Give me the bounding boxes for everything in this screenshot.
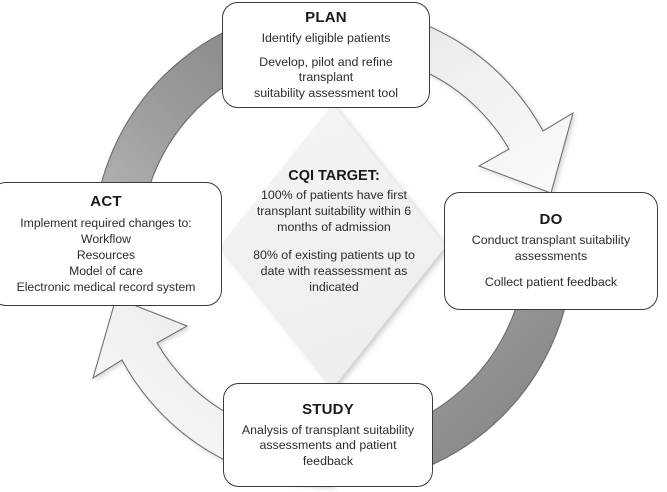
node-act-line: Workflow bbox=[81, 232, 131, 246]
node-study[interactable]: STUDY Analysis of transplant suitability… bbox=[223, 383, 433, 487]
paragraph-gap bbox=[238, 235, 430, 247]
node-act-line: Model of care bbox=[69, 264, 143, 278]
node-do-line: assessments bbox=[514, 248, 588, 263]
cqi-target-diamond bbox=[220, 104, 446, 388]
node-plan-line: suitability assessment tool bbox=[254, 85, 398, 100]
node-do-title: DO bbox=[539, 211, 563, 229]
node-act-line: Implement required changes to: bbox=[20, 216, 192, 230]
cqi-target-line: transplant suitability within 6 bbox=[256, 204, 412, 218]
cqi-target-title: CQI TARGET: bbox=[288, 168, 380, 184]
node-plan-line: Identify eligible patients bbox=[261, 31, 391, 45]
node-plan-line: Develop, pilot and refine transplant bbox=[259, 54, 393, 85]
node-act[interactable]: ACT Implement required changes to: Workf… bbox=[0, 182, 222, 306]
cqi-target-text: CQI TARGET: 100% of patients have first … bbox=[238, 168, 430, 295]
cqi-target-line: date with reassessment as bbox=[260, 264, 408, 278]
node-study-title: STUDY bbox=[302, 400, 354, 418]
cqi-target-line: months of admission bbox=[277, 220, 391, 234]
node-study-line: assessments and patient feedback bbox=[259, 438, 397, 468]
node-act-line: Resources bbox=[76, 248, 136, 262]
node-do-line: Collect patient feedback bbox=[484, 275, 618, 290]
cqi-target-line: indicated bbox=[309, 280, 359, 294]
node-plan-title: PLAN bbox=[305, 9, 347, 26]
node-do-line: Conduct transplant suitability bbox=[471, 233, 631, 248]
cqi-target-line: 100% of patients have first bbox=[260, 188, 408, 202]
node-study-line: Analysis of transplant suitability bbox=[241, 422, 415, 437]
node-do[interactable]: DO Conduct transplant suitability assess… bbox=[444, 192, 658, 310]
node-plan[interactable]: PLAN Identify eligible patients Develop,… bbox=[222, 2, 430, 108]
node-act-line: Electronic medical record system bbox=[16, 280, 196, 294]
node-act-title: ACT bbox=[90, 193, 122, 210]
cqi-target-line: 80% of existing patients up to bbox=[253, 248, 415, 262]
